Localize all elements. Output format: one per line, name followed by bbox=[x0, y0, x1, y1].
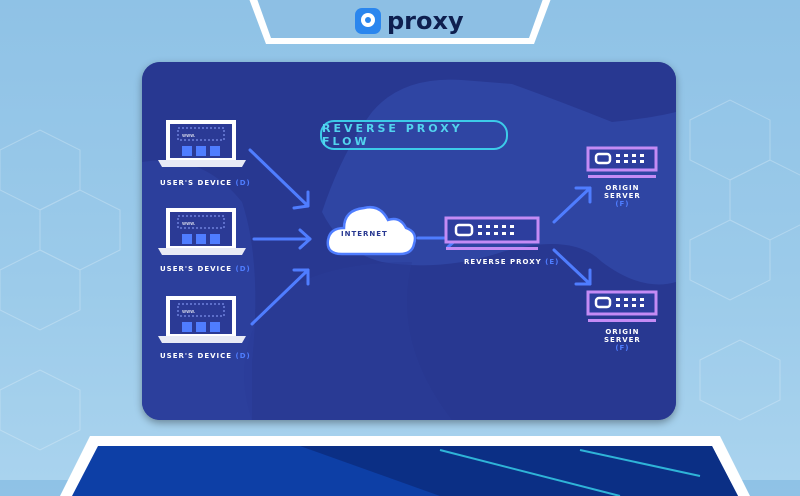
svg-text:www.: www. bbox=[182, 221, 196, 227]
users-device-1: www. bbox=[158, 120, 246, 167]
device-2-label: USER'S DEVICE (D) bbox=[160, 265, 251, 273]
device-1-label: USER'S DEVICE (D) bbox=[160, 179, 251, 187]
reverse-proxy-server-icon bbox=[444, 216, 540, 250]
hexagon-background-pattern bbox=[0, 0, 800, 480]
logo-icon bbox=[355, 8, 381, 34]
internet-label: INTERNET bbox=[341, 230, 388, 238]
logo-text: proxy bbox=[387, 7, 464, 35]
internet-cloud-icon bbox=[326, 206, 417, 256]
svg-text:www.: www. bbox=[182, 309, 196, 315]
brand-logo[interactable]: proxy bbox=[355, 8, 464, 34]
bottom-frame bbox=[60, 436, 750, 496]
reverse-proxy-label: REVERSE PROXY (E) bbox=[464, 258, 560, 266]
origin-server-2-icon bbox=[586, 290, 658, 322]
users-device-3: www. bbox=[158, 296, 246, 343]
header-frame bbox=[249, 0, 551, 44]
device-3-label: USER'S DEVICE (D) bbox=[160, 352, 251, 360]
diagram-title: REVERSE PROXY FLOW bbox=[320, 120, 508, 150]
svg-text:www.: www. bbox=[182, 133, 196, 139]
origin-server-1-icon bbox=[586, 146, 658, 178]
users-device-2: www. bbox=[158, 208, 246, 255]
reverse-proxy-diagram-card: REVERSE PROXY FLOW www. USER'S DEVICE (D… bbox=[142, 62, 676, 420]
